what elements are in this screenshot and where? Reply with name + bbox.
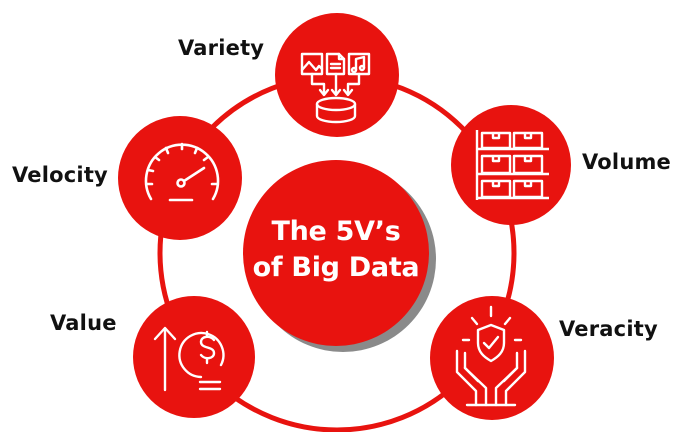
arrow-up-dollar-coin-icon: [153, 326, 225, 392]
node-value: [133, 296, 255, 418]
node-veracity: [430, 296, 554, 420]
label-veracity: Veracity: [559, 317, 658, 341]
center-title-line1: The 5V’s: [271, 216, 401, 247]
warehouse-shelves-boxes-icon: [475, 130, 549, 200]
node-variety: [275, 13, 399, 137]
label-value: Value: [50, 311, 117, 335]
data-sources-to-database-icon: [300, 52, 371, 124]
label-velocity: Velocity: [12, 163, 108, 187]
hands-holding-shield-check-icon: [455, 305, 527, 407]
label-variety: Variety: [178, 36, 265, 60]
node-velocity: [118, 116, 242, 240]
center-circle: [243, 160, 436, 352]
speedometer-icon: [144, 142, 220, 202]
label-volume: Volume: [582, 150, 672, 174]
node-volume: [451, 105, 571, 225]
center-title: The 5V’s of Big Data: [243, 214, 429, 286]
center-title-line2: of Big Data: [252, 252, 420, 283]
